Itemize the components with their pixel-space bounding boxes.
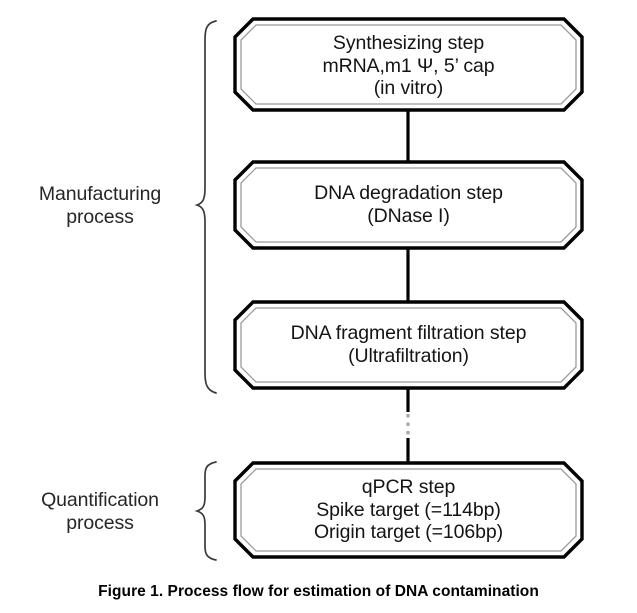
group-label-quantification: Quantification process	[10, 489, 190, 534]
step-box-dna-degradation[interactable]	[233, 160, 584, 250]
step-box-inner-outline	[240, 167, 577, 243]
group-label-line: Quantification	[41, 489, 159, 511]
step-box-inner-outline	[240, 24, 577, 105]
step-box-outer-outline	[233, 461, 584, 559]
step-box-qpcr[interactable]	[233, 461, 584, 559]
group-label-line: Manufacturing	[38, 183, 162, 205]
figure-caption: Figure 1. Process flow for estimation of…	[98, 583, 539, 600]
step-box-inner-outline	[240, 468, 577, 552]
brace-quantification	[194, 461, 217, 561]
step-box-outer-outline	[233, 160, 584, 250]
step-box-inner-outline	[240, 307, 577, 383]
brace-manufacturing	[194, 20, 217, 394]
step-box-outer-outline	[233, 300, 584, 390]
group-label-line: process	[66, 205, 134, 228]
step-box-outer-outline	[233, 17, 584, 112]
group-label-manufacturing: Manufacturing process	[10, 183, 190, 228]
step-box-synthesizing[interactable]	[233, 17, 584, 112]
step-box-dna-fragment-filtration[interactable]	[233, 300, 584, 390]
group-label-line: process	[66, 511, 134, 534]
